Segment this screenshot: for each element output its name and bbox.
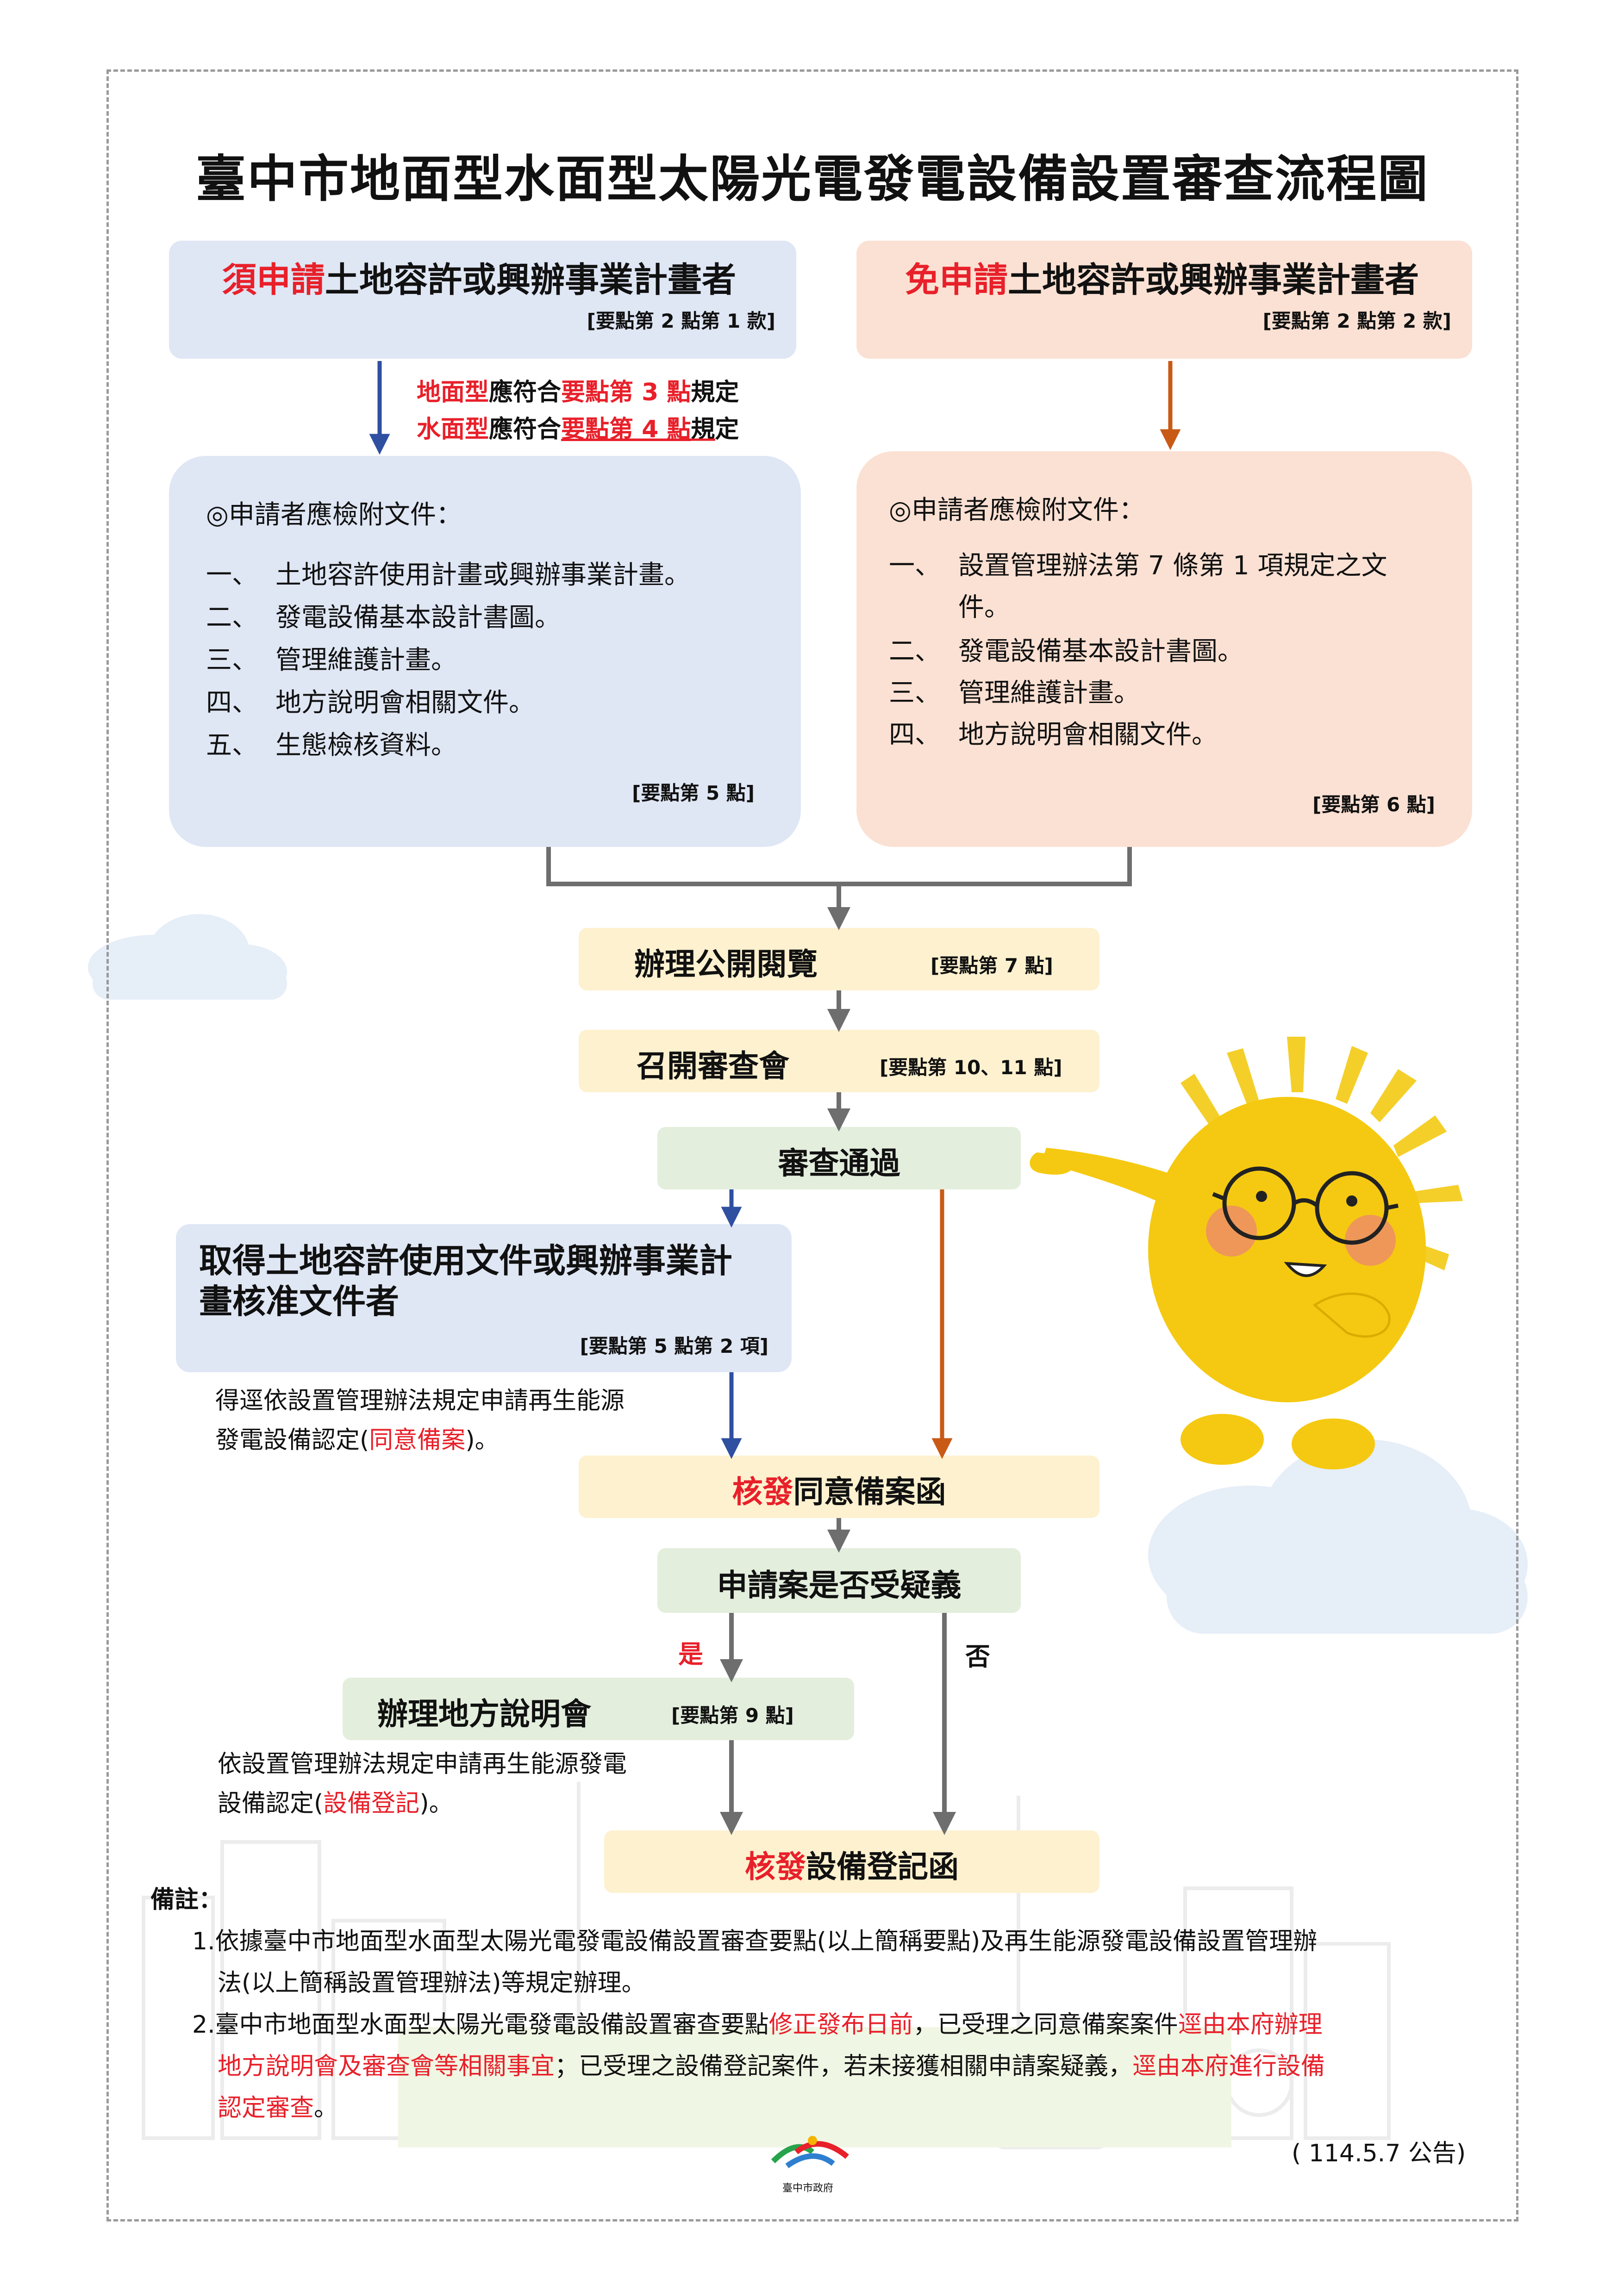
sun-cheek: [1345, 1215, 1396, 1266]
logo-caption: 臺中市政府: [782, 2180, 833, 2195]
sun-eye: [1256, 1191, 1267, 1202]
merge-connector: [549, 847, 1130, 884]
remark-1: 1.依據臺中市地面型水面型太陽光電發電設備設置審查要點(以上簡稱要點)及再生能源…: [192, 1921, 1488, 2004]
sun-foot: [1292, 1419, 1375, 1469]
sun-mascot-illustration: [1028, 1009, 1546, 1527]
remark-2: 2.臺中市地面型水面型太陽光電發電設備設置審查要點修正發布日前，已受理之同意備案…: [192, 2004, 1488, 2129]
sun-eye: [1346, 1195, 1357, 1207]
remarks-label: 備註：: [150, 1879, 223, 1921]
sun-cheek: [1206, 1206, 1257, 1257]
announcement-date: ( 114.5.7 公告): [1292, 2134, 1466, 2168]
sun-foot: [1181, 1414, 1264, 1465]
taichung-government-logo: [768, 2129, 856, 2184]
